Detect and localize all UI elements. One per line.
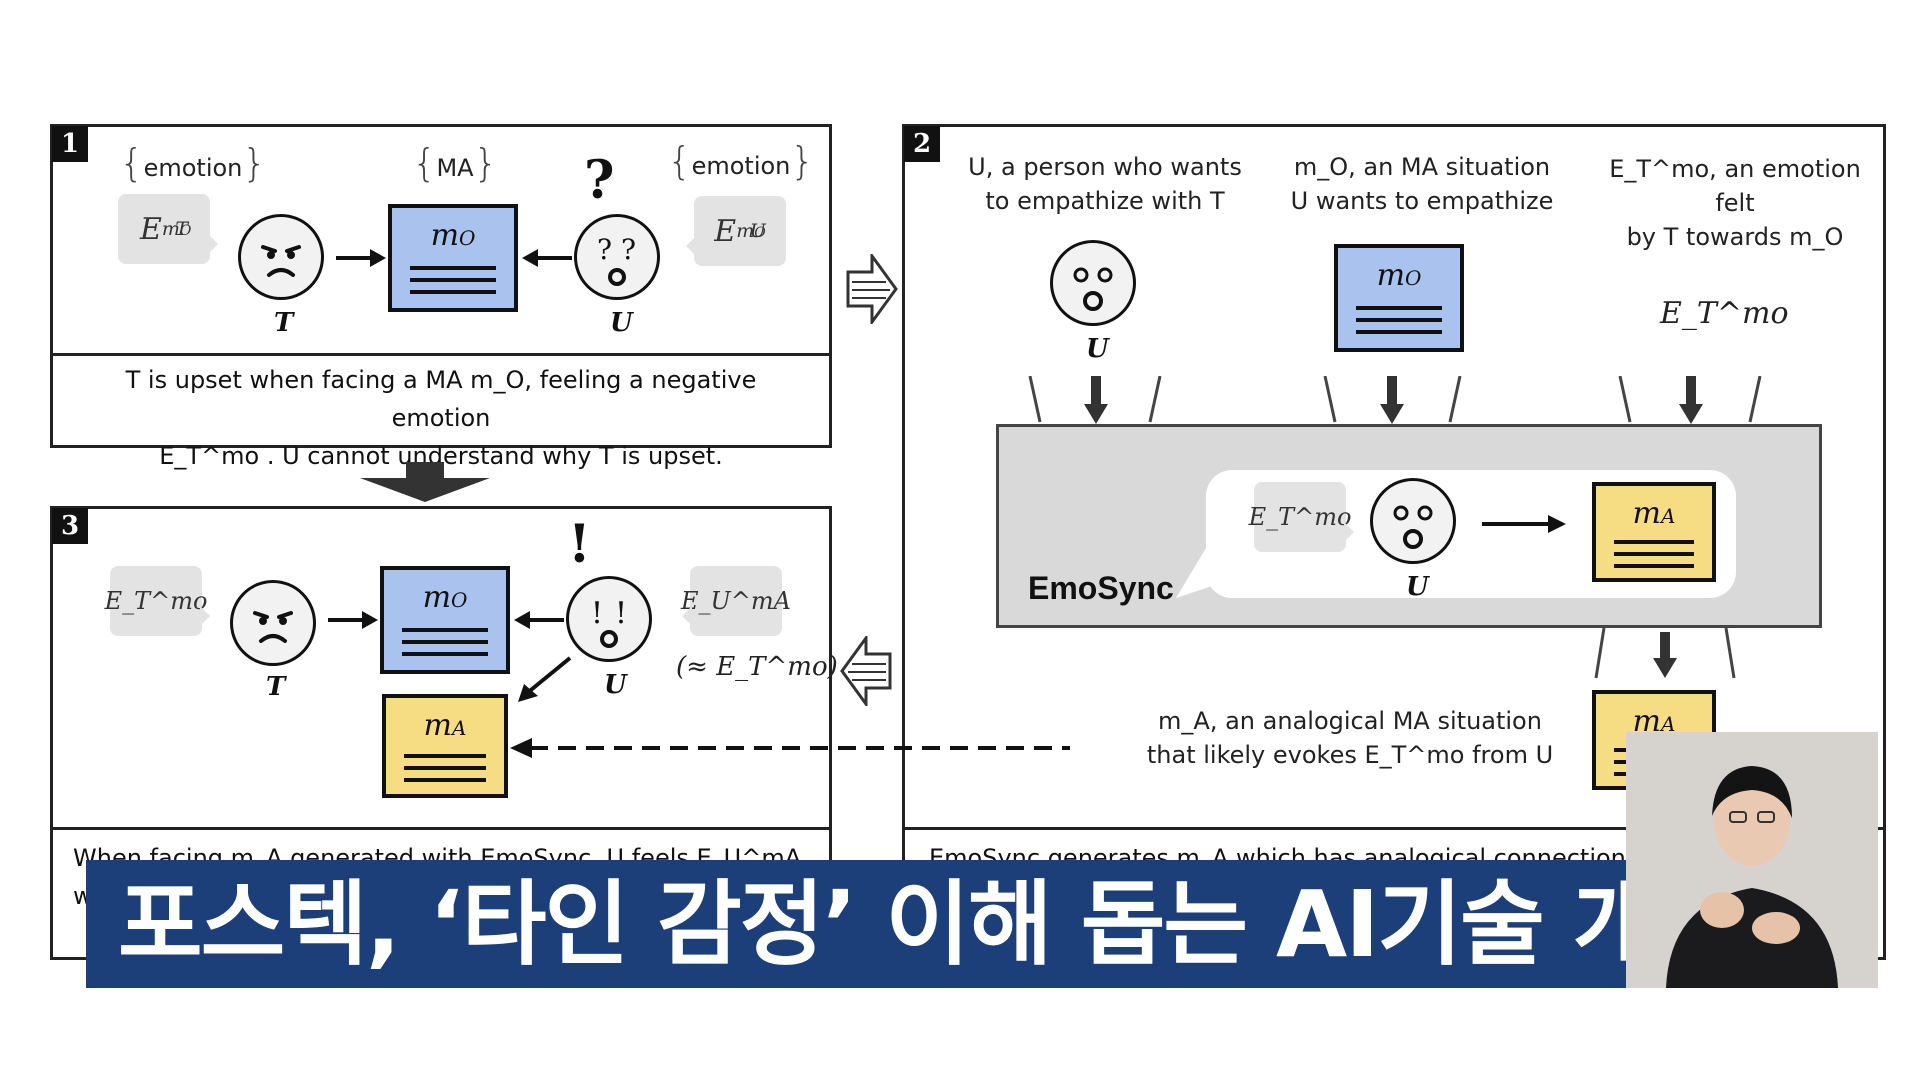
svg-text:?: ? [621, 233, 636, 266]
question-mark: ? [584, 150, 615, 211]
label-emotion-right: {emotion} [667, 139, 815, 183]
arrow-icon [360, 462, 490, 502]
label-ma: {MA} [412, 141, 498, 185]
arrow-icon [846, 254, 898, 324]
document-icon: mO [1334, 244, 1464, 352]
emosync-bubble-tail [1176, 548, 1236, 598]
arrow-icon [840, 636, 892, 706]
panel-2-divider [905, 827, 1883, 830]
panel-1-number: 1 [52, 126, 88, 162]
panel-2-emotion-expression: E_T^mo [1660, 296, 1789, 331]
svg-text:?: ? [597, 233, 612, 266]
svg-text:!: ! [615, 596, 627, 631]
panel-3-bubble-t: E_T^mo [105, 566, 210, 636]
confused-face-icon: ?? [574, 214, 660, 300]
document-icon: mO [388, 204, 518, 312]
panel-1-label-t: T [274, 308, 294, 338]
dashed-arrow [510, 738, 1070, 758]
surprised-face-icon: !! [566, 576, 652, 662]
emosync-label-u: U [1406, 572, 1429, 602]
panel-1-label-u: U [610, 308, 633, 338]
document-icon: mO [380, 566, 510, 674]
document-icon: mA [1592, 482, 1716, 582]
label-emotion-left: {emotion} [119, 141, 267, 185]
label-e-description: E_T^mo, an emotion felt by T towards m_O [1609, 155, 1861, 251]
label-ma-description: m_A, an analogical MA situation that lik… [1146, 707, 1554, 769]
panel-3-label-t: T [266, 672, 286, 702]
angry-face-icon [230, 580, 316, 666]
document-icon: mA [382, 694, 508, 798]
arrow-icon [1482, 515, 1566, 533]
panel-1-caption-line-1: T is upset when facing a MA m_O, feeling… [125, 366, 757, 432]
panel-2-number: 2 [904, 126, 940, 162]
panel-3-bubble-u: E_U^mA [681, 566, 791, 636]
arrow-icon [328, 611, 378, 629]
emosync-label: EmoSync [1028, 570, 1174, 606]
panel-1-divider [53, 353, 829, 356]
svg-text:!: ! [591, 596, 603, 631]
news-headline: 포스텍, ‘타인 감정’ 이해 돕는 AI기술 개발 [118, 871, 1740, 978]
panel-3-divider [53, 827, 829, 830]
angry-face-icon [238, 214, 324, 300]
arrow-icon [522, 249, 572, 267]
surprised-face-icon [1370, 478, 1456, 564]
panel-2-label-u: U [1086, 334, 1109, 364]
panel-3-label-u: U [604, 670, 627, 700]
arrow-icon [518, 656, 572, 702]
panel-1-caption: T is upset when facing a MA m_O, feeling… [73, 361, 809, 475]
exclamation-mark: ! [568, 514, 591, 575]
panel-3-approx: (≈ E_T^mo) [676, 652, 838, 682]
label-mo-description: m_O, an MA situation U wants to empathiz… [1290, 153, 1554, 215]
output-arrow [1594, 628, 1736, 679]
emosync-bubble-e: E_T^mo [1249, 482, 1354, 552]
panel-3-number: 3 [52, 508, 88, 544]
surprised-face-icon [1050, 240, 1136, 326]
funnel-arrows [1028, 376, 1762, 424]
label-u-description: U, a person who wants to empathize with … [968, 153, 1242, 215]
news-banner [86, 860, 1626, 988]
panel-1: 1 T is upset when facing a MA m_O, feeli… [50, 124, 832, 470]
sign-language-interpreter [1626, 732, 1878, 988]
arrow-icon [336, 249, 386, 267]
arrow-icon [514, 611, 564, 629]
